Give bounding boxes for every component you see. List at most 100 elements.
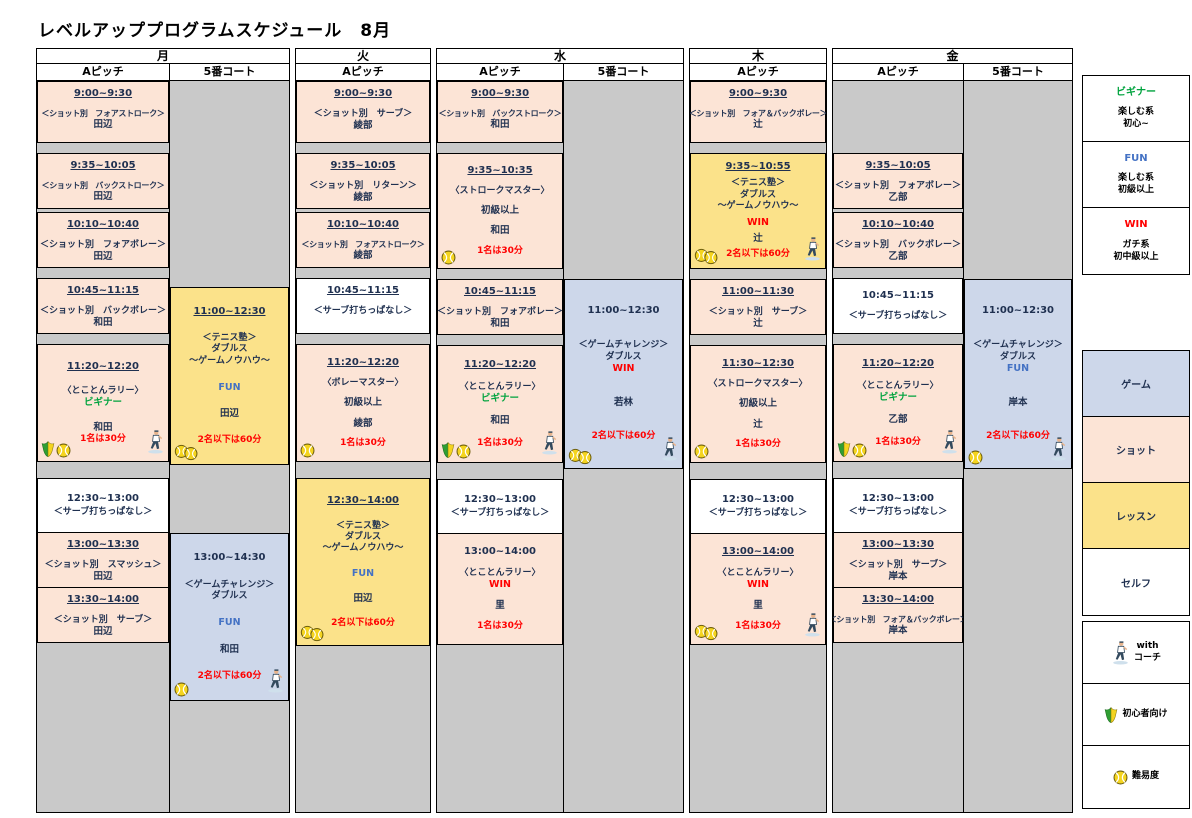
tennis-ball-icon (694, 444, 709, 459)
cell-coach (146, 429, 165, 458)
legend-level-desc: ガチ系 初中級以上 (1113, 239, 1159, 262)
cell-tue-a-2: 9:35~10:05＜ショット別 リターン＞綾部 (296, 153, 430, 209)
double-tennis-ball-icon (568, 448, 593, 465)
cell-time: 12:30~13:00 (861, 492, 935, 504)
cell-wed-a-1: 9:00~9:30＜ショット別 バックストローク＞和田 (437, 81, 563, 143)
lesson-title: ＜テニス塾＞ (202, 333, 257, 344)
cell-time: 11:20~12:20 (66, 360, 140, 372)
instructor-name: 里 (495, 599, 505, 611)
text-group: ＜テニス塾＞ダブルス～ゲームノウハウ～ (323, 521, 404, 555)
capacity-note: 1名は30分 (340, 438, 386, 449)
instructor-name: 綾部 (353, 249, 373, 261)
double-tennis-ball-icon (694, 624, 719, 641)
legend-category-2: レッスン (1083, 483, 1189, 549)
cell-time: 13:30~14:00 (861, 594, 935, 605)
cell-time: 13:00~13:30 (66, 539, 140, 550)
day-header-fri: 金 (832, 48, 1073, 64)
cell-time: 10:45~11:15 (66, 285, 140, 296)
cell-icons (300, 625, 325, 642)
text-group: ＜ショット別 フォアボレー＞田辺 (40, 240, 166, 263)
cell-time: 9:35~10:05 (330, 160, 396, 171)
capacity-note: 2名以下は60分 (591, 431, 656, 442)
legend-level-desc: 楽しむ系 初級以上 (1117, 172, 1154, 196)
lesson-title: ＜ショット別 リターン＞ (309, 180, 417, 191)
lesson-title: ＜サーブ打ちっぱなし＞ (450, 508, 550, 519)
day-header-thu: 木 (689, 48, 827, 64)
lesson-title: 〈ストロークマスター〉 (708, 378, 808, 389)
beginner-mark-icon (837, 440, 851, 458)
tennis-ball-icon (174, 682, 189, 697)
cell-coach (940, 429, 959, 458)
capacity-note: 1名は30分 (80, 433, 126, 444)
text-group: ＜ショット別 フォアボレー＞和田 (437, 307, 563, 330)
cell-mon-a-2: 9:35~10:05＜ショット別 バックストローク＞田辺 (37, 153, 169, 209)
instructor-name: 初級以上 (738, 398, 777, 410)
lesson-title: ＜ショット別 スマッシュ＞ (44, 559, 162, 570)
instructor-name: 岸本 (1008, 397, 1028, 409)
text-group: 〈とことんラリー〉ビギナー (62, 386, 143, 409)
court-header: Aピッチ (37, 64, 169, 81)
tennis-ball-icon (441, 250, 456, 265)
lesson-title: ＜ショット別 フォア＆バックボレー＞ (833, 614, 963, 624)
legend-icon-row-2: 難易度 (1083, 746, 1189, 808)
lesson-title: ＜サーブ打ちっぱなし＞ (848, 310, 948, 321)
cell-time: 9:00~9:30 (73, 88, 133, 99)
instructor-name: 和田 (93, 422, 113, 434)
legend-icons-box: with コーチ初心者向け難易度 (1082, 621, 1190, 809)
text-group: ＜ショット別 バックストローク＞田辺 (42, 181, 165, 203)
text-group: ＜ショット別 バックストローク＞和田 (439, 109, 562, 131)
cell-icons (568, 448, 593, 465)
instructor-name: 若林 (613, 397, 633, 409)
lesson-title: ダブルス (344, 532, 381, 542)
instructor-name: 乙部 (888, 414, 908, 426)
text-group: ＜ショット別 サーブ＞田辺 (54, 615, 152, 638)
cell-mon-a-3: 10:10~10:40＜ショット別 フォアボレー＞田辺 (37, 212, 169, 268)
lesson-title: ダブルス (211, 590, 248, 601)
lesson-title: 〈ボレーマスター〉 (322, 377, 404, 388)
cell-mon-a-8: 13:30~14:00＜ショット別 サーブ＞田辺 (37, 587, 169, 643)
cell-mon-a-6: 12:30~13:00＜サーブ打ちっぱなし＞ (37, 478, 169, 533)
text-group: ＜ショット別 バックボレー＞和田 (40, 306, 166, 329)
lesson-title: ＜ショット別 バックストローク＞ (41, 180, 165, 190)
instructor-name: 田辺 (93, 570, 113, 582)
legend-level-label: WIN (1124, 219, 1148, 231)
legend-category-1: ショット (1083, 417, 1189, 483)
lesson-title: ＜ショット別 サーブ＞ (313, 108, 413, 119)
text-group: ＜ショット別 サーブ＞辻 (709, 307, 807, 330)
cell-time: 10:10~10:40 (326, 219, 400, 230)
lesson-title: ダブルス (739, 189, 776, 200)
double-tennis-ball-icon (300, 625, 325, 642)
cell-icons (300, 443, 315, 458)
coach-icon (940, 429, 959, 454)
tennis-ball-icon (456, 444, 471, 459)
court-header: 5番コート (170, 64, 289, 81)
level-label: FUN (1006, 362, 1030, 374)
level-label: WIN (747, 578, 769, 590)
cell-time: 9:00~9:30 (333, 88, 393, 99)
instructor-name: 乙部 (888, 250, 908, 262)
cell-icons (837, 440, 867, 458)
lesson-title: ＜ショット別 フォアボレー＞ (39, 239, 166, 250)
instructor-name: 和田 (490, 415, 510, 427)
cell-icons (41, 440, 71, 458)
legend-level-desc: 楽しむ系 初心~ (1117, 106, 1154, 130)
lesson-title: ＜ショット別 バックストローク＞ (438, 108, 562, 118)
legend-icon-row-0: with コーチ (1083, 622, 1189, 684)
capacity-note: 2名以下は60分 (331, 617, 395, 628)
cell-thu-a-1: 9:00~9:30＜ショット別 フォア＆バックボレー＞辻 (690, 81, 826, 143)
cell-wed-a-5: 12:30~13:00＜サーブ打ちっぱなし＞ (437, 479, 563, 534)
lesson-title: ＜テニス塾＞ (730, 178, 785, 189)
